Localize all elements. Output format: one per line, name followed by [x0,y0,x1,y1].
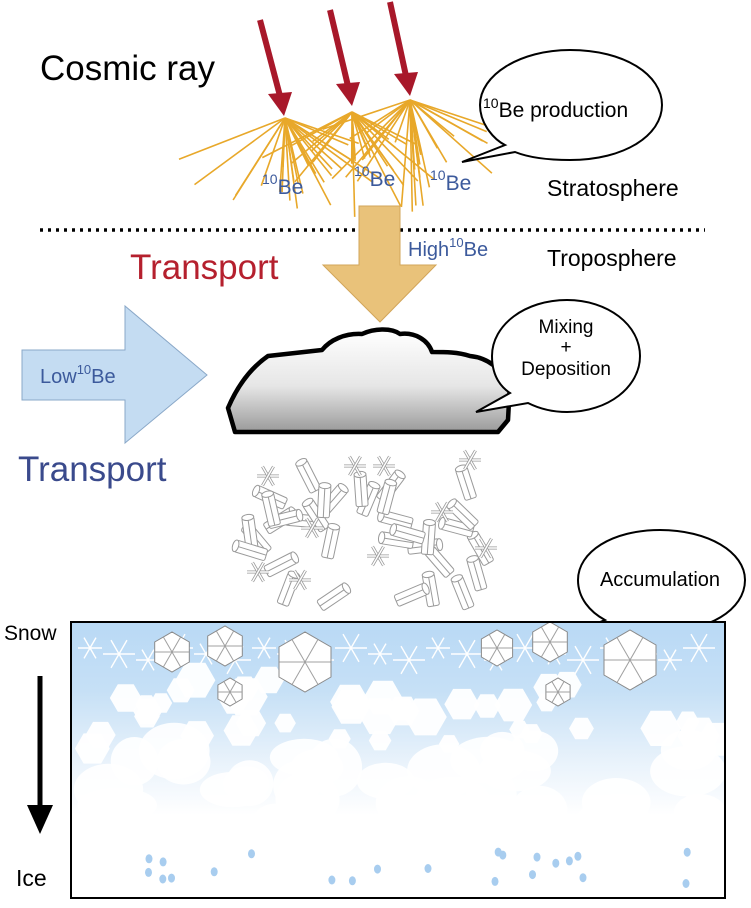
transport-label-red: Transport [130,248,279,287]
be10-label-2: 10Be [354,163,395,191]
cosmic-ray-arrows [257,1,418,116]
deposition-text: Deposition [521,359,611,380]
be10-label-3: 10Be [430,167,471,195]
snow-flakes [73,621,736,888]
troposphere-label: Troposphere [547,245,677,271]
plus-text: + [560,337,571,358]
transport-label-blue: Transport [18,450,167,489]
accumulation-text: Accumulation [600,569,720,591]
stratosphere-label: Stratosphere [547,175,679,201]
ice-label: Ice [16,865,47,891]
particle-showers [178,99,500,217]
be-production-bubble: 10Be production [461,48,664,163]
mixing-text: Mixing [539,317,594,338]
snow-label: Snow [4,622,57,645]
downward-transport-arrow [321,205,438,323]
mixing-deposition-bubble: Mixing + Deposition [475,298,642,414]
low-be10-label: Low10Be [40,362,116,388]
snow-layer-border [70,621,726,899]
cosmic-ray-arrow-2 [327,9,360,106]
be-production-text: 10Be production [483,95,628,122]
be10-label-1: 10Be [262,171,303,199]
cosmic-ray-arrow-1 [257,19,292,116]
high-be10-label: High10Be [408,235,488,261]
horizontal-transport-arrow [21,304,208,445]
cosmic-ray-label: Cosmic ray [40,49,216,88]
cloud [225,327,513,435]
accumulation-bubble: Accumulation [555,528,747,641]
falling-ice-crystals [231,449,497,611]
cosmic-ray-arrow-3 [387,1,418,96]
depth-arrow [27,676,53,834]
